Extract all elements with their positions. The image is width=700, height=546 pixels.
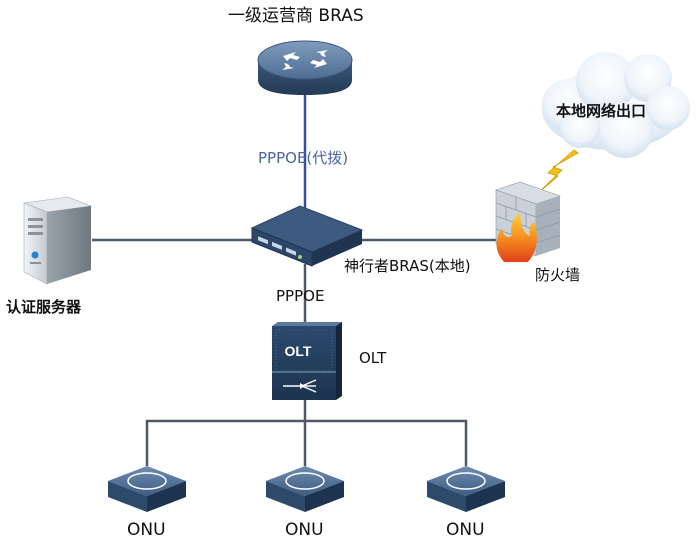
olt-label: OLT	[359, 349, 387, 367]
router-icon	[257, 40, 353, 95]
lightning-icon	[536, 149, 579, 195]
uplink-label: PPPOE(代拨)	[258, 149, 349, 167]
downlink-label: PPPOE	[276, 287, 325, 305]
olt-icon: OLT	[272, 322, 342, 400]
onu-label-2: ONU	[285, 520, 324, 540]
onu-icon	[266, 466, 344, 512]
onu-label-3: ONU	[446, 520, 485, 540]
onu-icon	[108, 466, 186, 512]
onu-icon	[427, 466, 505, 512]
local-bras-label: 神行者BRAS(本地)	[344, 257, 471, 275]
onu-bus-line	[145, 419, 468, 466]
firewall-icon	[495, 181, 561, 262]
onu-label-1: ONU	[127, 520, 166, 540]
olt-device-text: OLT	[285, 343, 312, 359]
server-icon	[22, 196, 93, 285]
links	[92, 93, 496, 466]
cloud-label: 本地网络出口	[556, 102, 647, 120]
network-switch-icon	[250, 205, 364, 267]
cloud-icon	[542, 52, 690, 158]
auth-server-label: 认证服务器	[6, 298, 82, 316]
firewall-label: 防火墙	[535, 266, 581, 284]
top-bras-label: 一级运营商 BRAS	[228, 6, 364, 26]
